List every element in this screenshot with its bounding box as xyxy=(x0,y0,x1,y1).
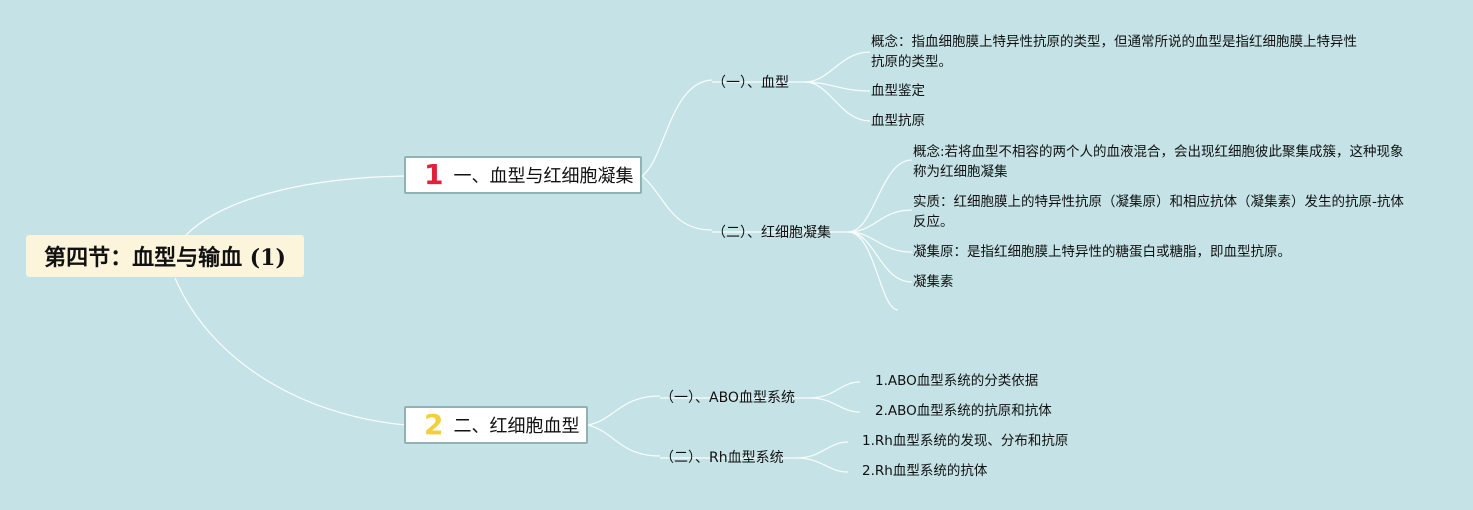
leaf-abo-classification[interactable]: 1.ABO血型系统的分类依据 xyxy=(875,371,1038,391)
leaf-agglutination-concept[interactable]: 概念:若将血型不相容的两个人的血液混合，会出现红细胞彼此聚集成簇，这种现象称为红… xyxy=(913,142,1413,182)
link-sub-1-leaf-3 xyxy=(804,81,871,122)
link-branch-1-sub-2 xyxy=(641,175,713,231)
link-sub-2-leaf-5 xyxy=(847,231,899,311)
subtopic-agglutination[interactable]: （二）、红细胞凝集 xyxy=(712,222,831,242)
leaf-abo-classification-text: 1.ABO血型系统的分类依据 xyxy=(875,373,1039,389)
leaf-abo-antigen-antibody-text: 2.ABO血型系统的抗原和抗体 xyxy=(875,403,1052,419)
branch-1-number-badge: 1 xyxy=(424,158,444,191)
leaf-blood-type-antigen-text: 血型抗原 xyxy=(871,113,925,129)
leaf-blood-type-identification[interactable]: 血型鉴定 xyxy=(871,81,925,101)
link-branch-2-sub-4 xyxy=(587,424,661,457)
link-branch-2-sub-3 xyxy=(587,395,661,426)
leaf-rh-discovery[interactable]: 1.Rh血型系统的发现、分布和抗原 xyxy=(862,431,1068,451)
link-branch-1-sub-1 xyxy=(641,79,713,177)
link-sub-2-leaf-1 xyxy=(847,159,913,233)
subtopic-blood-type[interactable]: （一）、血型 xyxy=(712,72,789,92)
leaf-rh-antibody-text: 2.Rh血型系统的抗体 xyxy=(862,463,988,479)
root-topic[interactable]: 第四节：血型与输血 (1) xyxy=(26,235,304,277)
leaf-blood-type-identification-text: 血型鉴定 xyxy=(871,83,925,99)
subtopic-blood-type-label: （一）、血型 xyxy=(712,75,789,91)
subtopic-agglutination-label: （二）、红细胞凝集 xyxy=(712,225,831,241)
branch-2-label: 二、红细胞血型 xyxy=(453,416,580,437)
link-sub-2-leaf-2 xyxy=(847,209,913,233)
leaf-agglutinin[interactable]: 凝集素 xyxy=(913,272,954,292)
root-title: 第四节：血型与输血 (1) xyxy=(44,245,286,271)
subtopic-abo-system-label: （一）、ABO血型系统 xyxy=(660,390,795,406)
leaf-blood-type-antigen[interactable]: 血型抗原 xyxy=(871,111,925,131)
link-sub-4-leaf-2 xyxy=(796,457,849,473)
leaf-agglutination-essence[interactable]: 实质：红细胞膜上的特异性抗原（凝集原）和相应抗体（凝集素）发生的抗原-抗体反应。 xyxy=(913,192,1413,232)
branch-2-topic[interactable]: 2 二、红细胞血型 xyxy=(404,406,588,444)
leaf-blood-type-concept[interactable]: 概念：指血细胞膜上特异性抗原的类型，但通常所说的血型是指红细胞膜上特异性抗原的类… xyxy=(871,32,1366,72)
link-sub-3-leaf-2 xyxy=(809,397,861,413)
subtopic-rh-system-label: （二）、Rh血型系统 xyxy=(660,450,784,466)
link-root-branch-1 xyxy=(184,175,406,237)
link-sub-3-leaf-1 xyxy=(809,381,861,399)
leaf-abo-antigen-antibody[interactable]: 2.ABO血型系统的抗原和抗体 xyxy=(875,401,1052,421)
link-sub-2-leaf-4 xyxy=(847,231,913,283)
leaf-agglutinogen[interactable]: 凝集原：是指红细胞膜上特异性的糖蛋白或糖脂，即血型抗原。 xyxy=(913,242,1291,262)
subtopic-abo-system[interactable]: （一）、ABO血型系统 xyxy=(660,387,795,407)
branch-1-topic[interactable]: 1 一、血型与红细胞凝集 xyxy=(404,156,642,194)
subtopic-rh-system[interactable]: （二）、Rh血型系统 xyxy=(660,447,784,467)
leaf-agglutinin-text: 凝集素 xyxy=(913,274,954,290)
branch-1-label: 一、血型与红细胞凝集 xyxy=(453,166,634,187)
leaf-agglutination-concept-text: 概念:若将血型不相容的两个人的血液混合，会出现红细胞彼此聚集成簇，这种现象称为红… xyxy=(913,144,1404,180)
link-sub-1-leaf-1 xyxy=(804,51,871,83)
leaf-agglutinogen-text: 凝集原：是指红细胞膜上特异性的糖蛋白或糖脂，即血型抗原。 xyxy=(913,244,1291,260)
leaf-rh-discovery-text: 1.Rh血型系统的发现、分布和抗原 xyxy=(862,433,1069,449)
link-root-branch-2 xyxy=(174,277,406,426)
link-sub-4-leaf-1 xyxy=(796,441,849,459)
link-sub-1-leaf-2 xyxy=(804,81,871,92)
branch-2-number-badge: 2 xyxy=(424,408,444,441)
leaf-agglutination-essence-text: 实质：红细胞膜上的特异性抗原（凝集原）和相应抗体（凝集素）发生的抗原-抗体反应。 xyxy=(913,194,1404,230)
leaf-blood-type-concept-text: 概念：指血细胞膜上特异性抗原的类型，但通常所说的血型是指红细胞膜上特异性抗原的类… xyxy=(871,34,1357,70)
leaf-rh-antibody[interactable]: 2.Rh血型系统的抗体 xyxy=(862,461,987,481)
